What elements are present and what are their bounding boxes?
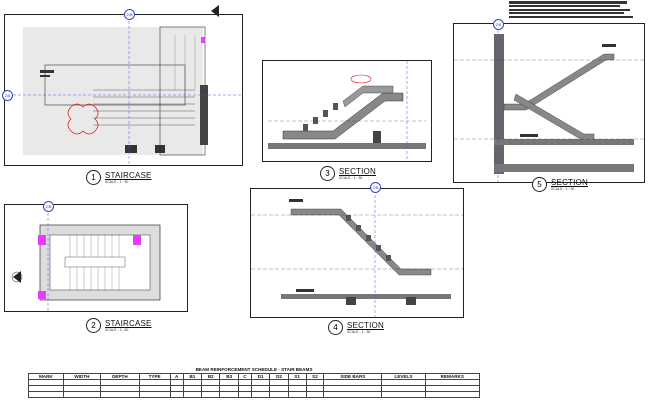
schedule-cell <box>269 391 289 398</box>
schedule-cell <box>62 391 102 398</box>
view-2-title: STAIRCASE <box>105 319 152 328</box>
grid-bubble-plan-2: 2/B <box>43 201 54 212</box>
view-1-label: 1 STAIRCASE SCALE - 1 : 50 <box>86 170 152 185</box>
schedule-cell <box>424 391 481 398</box>
view-4-label: 4 SECTION SCALE - 1 : 50 <box>328 320 384 335</box>
schedule-cell <box>201 391 221 398</box>
schedule-cell <box>250 391 271 398</box>
view-3-number: 3 <box>320 166 335 181</box>
schedule-cell <box>323 391 383 398</box>
staircase-plan-1-drawing <box>13 5 242 165</box>
section-4-frame: 2/B <box>250 182 464 318</box>
grid-bubble-section-4: 2/B <box>370 182 381 193</box>
drawing-notes-block <box>509 0 640 22</box>
schedule-row <box>28 391 481 398</box>
section-5-frame: 2/8 <box>453 19 645 183</box>
view-2-number: 2 <box>86 318 101 333</box>
schedule-title: BEAM REINFORCEMENT SCHEDULE - STAIR BEAM… <box>195 367 313 372</box>
schedule-cell <box>100 391 140 398</box>
grid-bubble-top: 2/B <box>124 9 135 20</box>
view-4-scale: SCALE - 1 : 50 <box>347 330 371 334</box>
view-3-label: 3 SECTION SCALE - 1 : 50 <box>320 166 376 181</box>
grid-bubble-left: 2/8 <box>2 90 13 101</box>
view-5-title: SECTION <box>551 178 588 187</box>
schedule-cell <box>138 391 171 398</box>
beam-reinforcement-schedule: BEAM REINFORCEMENT SCHEDULE - STAIR BEAM… <box>28 366 481 398</box>
view-2-label: 2 STAIRCASE SCALE - 1 : 50 <box>86 318 152 333</box>
section-4-drawing <box>251 185 463 317</box>
schedule-cell <box>305 391 325 398</box>
view-5-scale: SCALE - 1 : 50 <box>551 187 575 191</box>
view-2-scale: SCALE - 1 : 50 <box>105 328 129 332</box>
staircase-plan-2-drawing <box>11 203 161 311</box>
staircase-plan-2-frame: 2/B <box>4 201 188 312</box>
view-5-number: 5 <box>532 177 547 192</box>
section-5-drawing <box>454 20 644 182</box>
view-1-scale: SCALE - 1 : 50 <box>105 180 129 184</box>
view-4-number: 4 <box>328 320 343 335</box>
view-3-scale: SCALE - 1 : 50 <box>339 176 363 180</box>
schedule-cell <box>182 391 203 398</box>
view-1-number: 1 <box>86 170 101 185</box>
staircase-plan-1-frame: 2/8 2/B <box>2 5 243 166</box>
schedule-cell <box>28 391 64 398</box>
view-5-label: 5 SECTION SCALE - 1 : 50 <box>532 177 588 192</box>
schedule-cell <box>287 391 307 398</box>
schedule-cell <box>219 391 239 398</box>
view-1-title: STAIRCASE <box>105 171 152 180</box>
view-4-title: SECTION <box>347 321 384 330</box>
section-3-frame <box>262 60 432 162</box>
schedule-cell <box>381 391 426 398</box>
grid-bubble-section-5: 2/8 <box>493 19 504 30</box>
schedule-cell <box>169 391 184 398</box>
view-3-title: SECTION <box>339 167 376 176</box>
section-3-drawing <box>268 61 426 161</box>
schedule-cell <box>237 391 252 398</box>
